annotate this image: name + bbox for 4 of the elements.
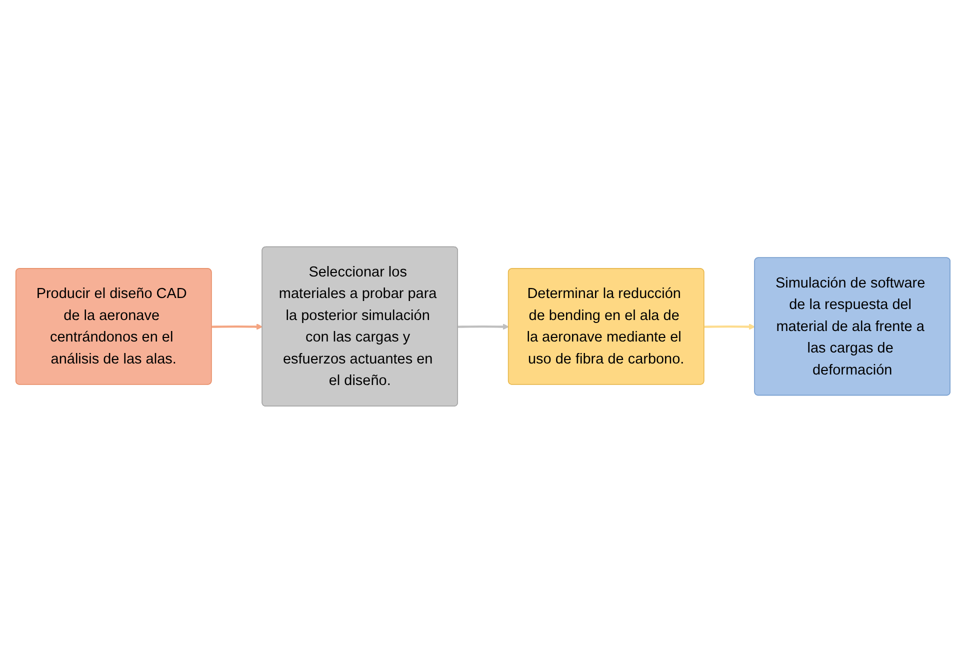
arrow [704, 323, 756, 330]
flowchart-drawing: Producir el diseño CAD de la aeronave centrándonos en el análisis de las alas. Seleccionar los materiales a probar para la posterior simulación con las cargas y esfuerzos actuantes en el diseño. Determinar la reducción de bending en el ala de la aeronave mediante el uso de fibra de carbono. Simulación de software de la respuesta del material de ala frente a las cargas de deformación [10, 240, 956, 412]
arrow [212, 323, 263, 330]
arrow [458, 323, 509, 330]
